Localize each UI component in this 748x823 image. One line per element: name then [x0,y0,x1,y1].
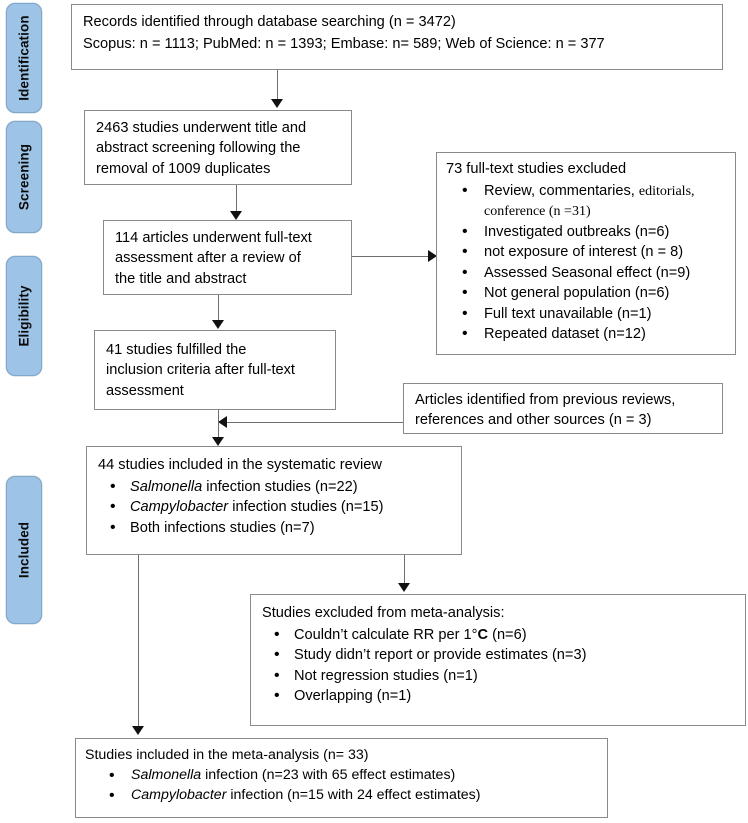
connector-fulltext-to-excluded [352,256,430,257]
arrowhead-included-to-meta-excluded [398,583,410,592]
list-item: not exposure of interest (n = 8) [446,241,729,264]
box-meta-analysis-excluded: Studies excluded from meta-analysis: Cou… [250,594,746,726]
arrowhead-fulltext-to-fulfilled [212,320,224,329]
stage-label-screening: Screening [16,143,32,211]
arrowhead-fulfilled-to-included [212,437,224,446]
records-identified-line2: Scopus: n = 1113; PubMed: n = 1393; Emba… [83,35,605,52]
box-fulltext-excluded: 73 full-text studies excluded Review, co… [436,152,736,355]
included-meta-heading: Studies included in the meta-analysis (n… [85,747,369,763]
fulfilled-line3: assessment [106,382,184,399]
included-meta-list: Salmonella infection (n=23 with 65 effec… [85,765,599,807]
meta-excluded-list: Couldn’t calculate RR per 1°C (n=6) Stud… [262,624,737,708]
connector-fulfilled-to-included [218,410,219,443]
fulfilled-line1: 41 studies fulfilled the [106,342,247,358]
arrowhead-identified-to-screened [271,99,283,108]
stage-label-identification: Identification [16,15,32,101]
list-item: Study didn’t report or provide estimates… [262,644,737,667]
list-item: Couldn’t calculate RR per 1°C (n=6) [262,624,737,647]
stage-label-eligibility: Eligibility [16,285,32,347]
connector-screened-to-fulltext [236,185,237,217]
list-item: Not regression studies (n=1) [262,665,737,688]
list-item: Review, commentaries, editorials, confer… [446,180,729,222]
other-sources-line1: Articles identified from previous review… [415,392,676,408]
other-sources-line2: references and other sources (n = 3) [415,412,652,429]
stage-label-included: Included [16,521,32,579]
arrowhead-fulltext-to-excluded [428,250,437,262]
connector-other-sources-to-spine [227,422,403,423]
meta-excluded-heading: Studies excluded from meta-analysis: [262,605,505,621]
arrowhead-included-to-meta-included [132,726,144,735]
box-other-sources: Articles identified from previous review… [403,383,723,434]
connector-included-to-meta-excluded [404,555,405,588]
list-item: Investigated outbreaks (n=6) [446,221,729,244]
list-item: Repeated dataset (n=12) [446,323,729,346]
stage-pill-identification: Identification [6,3,42,113]
arrowhead-other-sources-to-spine [218,416,227,428]
box-included-meta-analysis: Studies included in the meta-analysis (n… [75,738,608,818]
included-systematic-heading: 44 studies included in the systematic re… [98,457,382,473]
list-item: Full text unavailable (n=1) [446,303,729,326]
stage-pill-included: Included [6,476,42,624]
stage-pill-eligibility: Eligibility [6,256,42,376]
fulltext-assessed-line3: the title and abstract [115,270,247,287]
screened-line1: 2463 studies underwent title and [96,120,307,136]
list-item: Both infections studies (n=7) [98,517,453,540]
list-item: Salmonella infection studies (n=22) [98,476,453,499]
fulltext-assessed-line2: assessment after a review of [115,250,301,267]
screened-line3: removal of 1009 duplicates [96,160,271,177]
connector-identified-to-screened [277,70,278,106]
fulfilled-line2: inclusion criteria after full-text [106,362,295,379]
fulltext-excluded-heading: 73 full-text studies excluded [446,161,627,177]
list-item: Overlapping (n=1) [262,685,737,708]
list-item: Not general population (n=6) [446,282,729,305]
box-title-abstract-screening: 2463 studies underwent title and abstrac… [84,110,352,185]
box-fulfilled-inclusion-criteria: 41 studies fulfilled the inclusion crite… [94,330,336,410]
box-fulltext-assessment: 114 articles underwent full-text assessm… [103,220,352,295]
connector-included-to-meta-included [138,555,139,730]
list-item: Campylobacter infection studies (n=15) [98,496,453,519]
list-item: Assessed Seasonal effect (n=9) [446,262,729,285]
box-included-systematic-review: 44 studies included in the systematic re… [86,446,462,555]
fulltext-excluded-list: Review, commentaries, editorials, confer… [446,180,729,346]
list-item: Campylobacter infection (n=15 with 24 ef… [85,785,599,807]
stage-pill-screening: Screening [6,121,42,233]
fulltext-assessed-line1: 114 articles underwent full-text [115,230,312,246]
included-systematic-list: Salmonella infection studies (n=22) Camp… [98,476,453,540]
arrowhead-screened-to-fulltext [230,211,242,220]
list-item: Salmonella infection (n=23 with 65 effec… [85,765,599,787]
records-identified-line1: Records identified through database sear… [83,14,456,30]
screened-line2: abstract screening following the [96,140,301,157]
connector-fulltext-to-fulfilled [218,295,219,325]
box-records-identified: Records identified through database sear… [71,4,723,70]
